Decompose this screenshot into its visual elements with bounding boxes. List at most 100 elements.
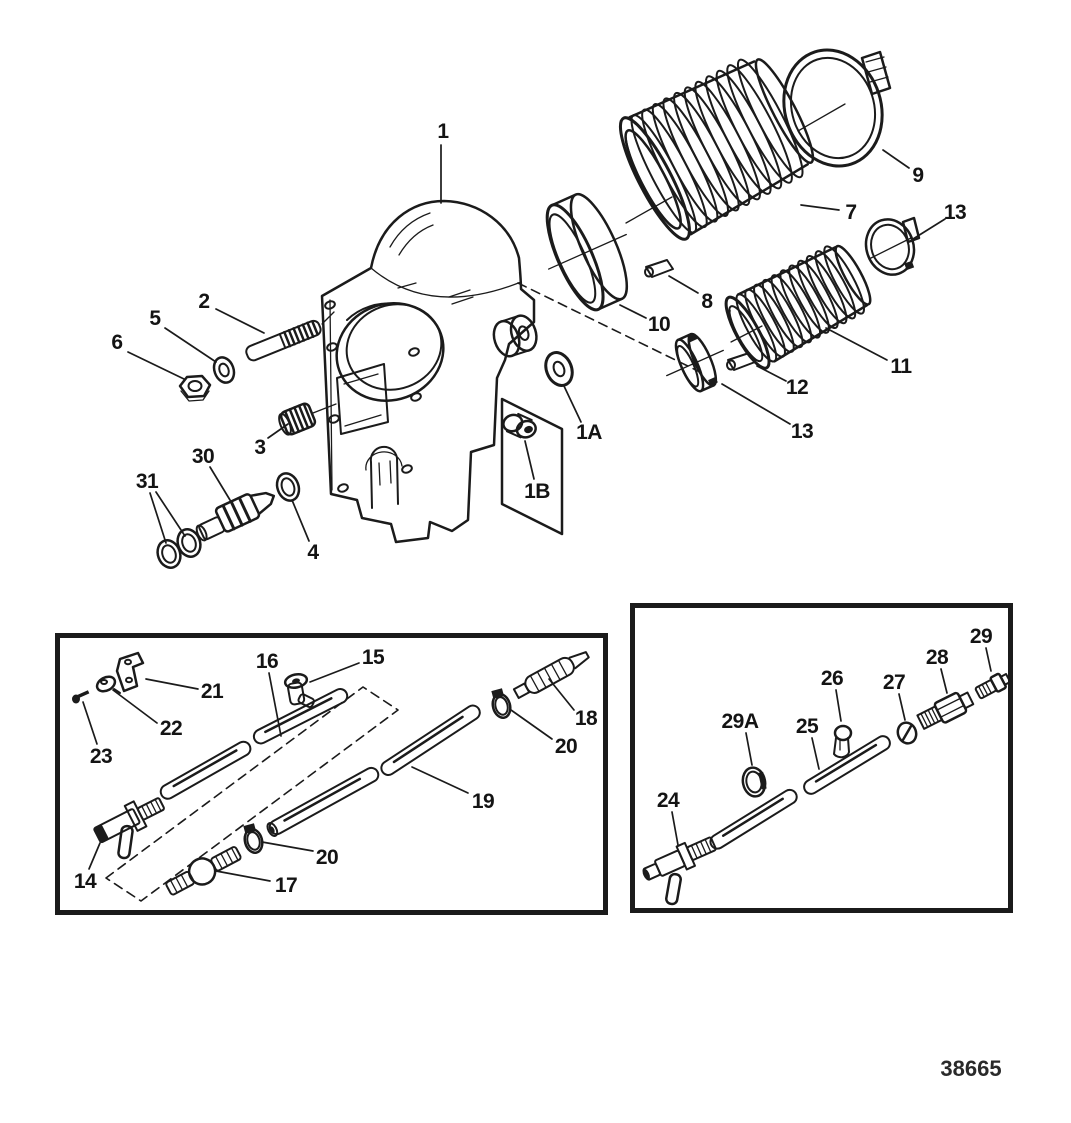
fitting-17 <box>165 846 242 896</box>
leader-line-17 <box>215 870 271 882</box>
leader-line-29 <box>985 647 992 672</box>
callout-29A: 29A <box>721 710 758 733</box>
tube-16 <box>252 688 349 745</box>
leader-line-3 <box>267 423 289 439</box>
fitting-29 <box>974 672 1012 700</box>
callout-13: 13 <box>791 420 813 443</box>
tube-19a <box>380 704 481 777</box>
callout-15: 15 <box>362 646 385 669</box>
callout-9: 9 <box>912 164 923 187</box>
leader-line-28 <box>940 668 948 694</box>
leader-line-2 <box>215 308 265 334</box>
pipe-plug <box>278 402 317 436</box>
callout-8: 8 <box>701 290 713 313</box>
callout-28: 28 <box>926 646 949 669</box>
callout-11: 11 <box>890 355 912 378</box>
callout-1: 1 <box>437 120 449 143</box>
washer-31b <box>176 528 202 558</box>
leader-line-19 <box>411 766 469 794</box>
tube-25 <box>803 735 891 795</box>
elbow-fitting-15 <box>283 672 315 708</box>
stud <box>245 319 322 362</box>
leader-line-21 <box>145 678 199 690</box>
screw-23 <box>72 690 90 704</box>
callout-6: 6 <box>111 331 122 354</box>
clip-22 <box>95 675 121 694</box>
callout-3: 3 <box>254 436 265 459</box>
hose-clamp-13-upper <box>864 216 921 276</box>
o-ring <box>275 472 301 502</box>
callout-7: 7 <box>845 201 856 224</box>
leader-line-27 <box>898 693 906 721</box>
callout-14: 14 <box>74 870 97 893</box>
leader-line-12 <box>756 365 787 382</box>
callout-20: 20 <box>555 735 577 758</box>
washer-5 <box>212 356 236 384</box>
clamp-20-right <box>491 688 512 719</box>
shift-bellows-11 <box>724 244 872 370</box>
callout-13: 13 <box>944 201 966 224</box>
leader-line-1A <box>563 385 582 423</box>
clamp-29a <box>741 766 767 798</box>
leader-line-25 <box>811 737 820 770</box>
leader-line-13 <box>912 218 946 240</box>
housing-boss <box>492 314 538 358</box>
figure-number: 38665 <box>940 1056 1001 1081</box>
callout-23: 23 <box>90 745 112 768</box>
callout-27: 27 <box>883 671 905 694</box>
clamp-20-mid <box>243 823 264 854</box>
washer-1a <box>544 351 574 387</box>
sensor-assembly <box>195 491 276 542</box>
anode-wedge-8 <box>644 259 674 278</box>
flange-bolt-holes <box>324 300 422 493</box>
leader-line-24 <box>671 811 679 846</box>
washer-31a <box>156 539 182 569</box>
bell-housing-drawing <box>320 199 538 544</box>
tube-right-a <box>709 788 798 850</box>
hose-tube-a <box>159 740 252 800</box>
retainer-sleeve-10 <box>545 192 629 312</box>
leader-line-8 <box>668 275 699 294</box>
leader-line-14 <box>88 842 101 870</box>
fuel-valve-24 <box>642 836 717 906</box>
callout-26: 26 <box>821 667 843 690</box>
callout-20: 20 <box>316 846 338 869</box>
leader-line-13 <box>721 383 791 425</box>
leader-line-20 <box>510 709 553 740</box>
callout-31: 31 <box>136 470 159 493</box>
inset-box-left <box>55 633 608 915</box>
leader-line-31 <box>149 492 167 544</box>
fuel-valve-14 <box>93 797 165 860</box>
leader-line-26 <box>835 689 842 722</box>
inset-panel-1b <box>500 397 564 536</box>
fitting-18 <box>512 651 590 700</box>
callout-22: 22 <box>160 717 182 740</box>
hose-clamp-9 <box>782 48 892 168</box>
callout-5: 5 <box>149 307 161 330</box>
inset-box-right <box>630 603 1013 913</box>
centerlines <box>517 103 912 373</box>
callout-2: 2 <box>198 290 209 313</box>
leader-line-20 <box>261 841 314 852</box>
leader-line-7 <box>800 204 840 211</box>
callout-1B: 1B <box>524 480 550 503</box>
leader-line-11 <box>825 327 888 361</box>
leader-line-31 <box>155 491 186 537</box>
callout-12: 12 <box>786 376 808 399</box>
leader-line-1B <box>524 440 535 480</box>
fitting-28 <box>916 691 975 730</box>
callout-24: 24 <box>657 789 680 812</box>
clamp-ring-13-mid <box>666 332 724 393</box>
leader-line-23 <box>82 701 98 745</box>
anode-wedge-12 <box>726 352 756 371</box>
leader-line-18 <box>548 678 575 711</box>
callout-25: 25 <box>796 715 819 738</box>
callout-30: 30 <box>192 445 214 468</box>
exhaust-bellows-7 <box>618 58 815 241</box>
callout-17: 17 <box>275 874 297 897</box>
leader-line-9 <box>882 149 910 169</box>
clip-26 <box>833 724 853 759</box>
tube-19b <box>266 766 380 837</box>
bracket-21 <box>115 651 145 693</box>
